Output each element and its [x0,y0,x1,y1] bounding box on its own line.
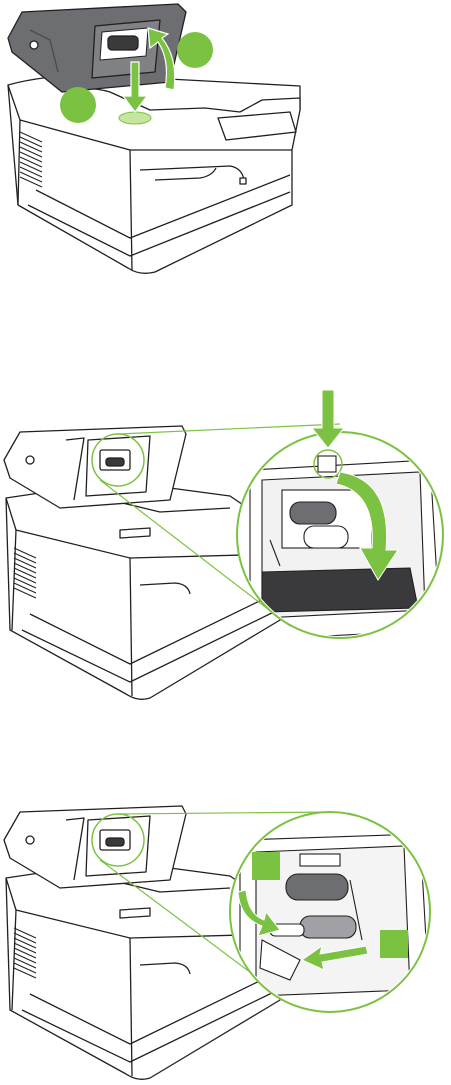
illustration-remove-roller [0,790,451,1085]
scanner-body [8,75,300,273]
release-latch [119,112,151,124]
step-badge-1 [252,852,280,880]
panel-remove-roller [0,790,451,1085]
illustration-release-roller-cover [0,380,451,710]
step-badge-2 [380,930,408,958]
step-badge-1 [60,87,96,123]
illustration-open-cover [0,0,451,290]
zoom-callout-circle [237,432,443,640]
panel-release-roller-cover [0,380,451,710]
panel-open-cover [0,0,451,290]
step-badge-2 [177,32,213,68]
